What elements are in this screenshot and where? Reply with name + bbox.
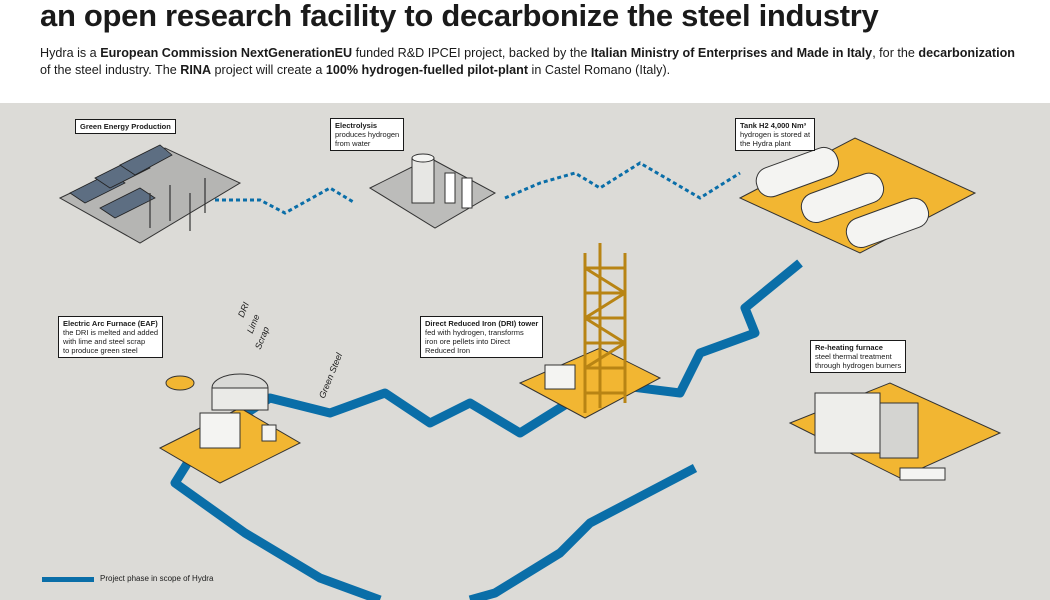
label-green-energy: Green Energy Production — [75, 119, 176, 134]
legend-solid-line — [42, 577, 94, 582]
legend-in-scope: Project phase in scope of Hydra — [100, 574, 214, 583]
label-reheating: Re-heating furnace steel thermal treatme… — [810, 340, 907, 373]
label-eaf: Electric Arc Furnace (EAF) the DRI is me… — [58, 316, 164, 358]
label-dri: Direct Reduced Iron (DRI) tower fed with… — [420, 316, 544, 358]
electrolysis-illustration — [368, 153, 497, 229]
reheating-furnace-illustration — [788, 382, 1002, 481]
dri-tower-illustration — [518, 243, 662, 419]
process-diagram: Green Energy Production Electrolysis pro… — [0, 103, 1050, 600]
hydrogen-tank-illustration — [738, 137, 977, 254]
diagram-illustration — [58, 137, 1002, 600]
dotted-pipeline — [215, 161, 741, 215]
green-energy-illustration — [58, 144, 242, 244]
eaf-illustration — [158, 373, 302, 484]
intro-paragraph: Hydra is a European Commission NextGener… — [40, 46, 1015, 77]
page-title: an open research facility to decarbonize… — [40, 0, 879, 33]
header: an open research facility to decarbonize… — [0, 0, 1050, 100]
solid-pipeline — [170, 259, 803, 600]
